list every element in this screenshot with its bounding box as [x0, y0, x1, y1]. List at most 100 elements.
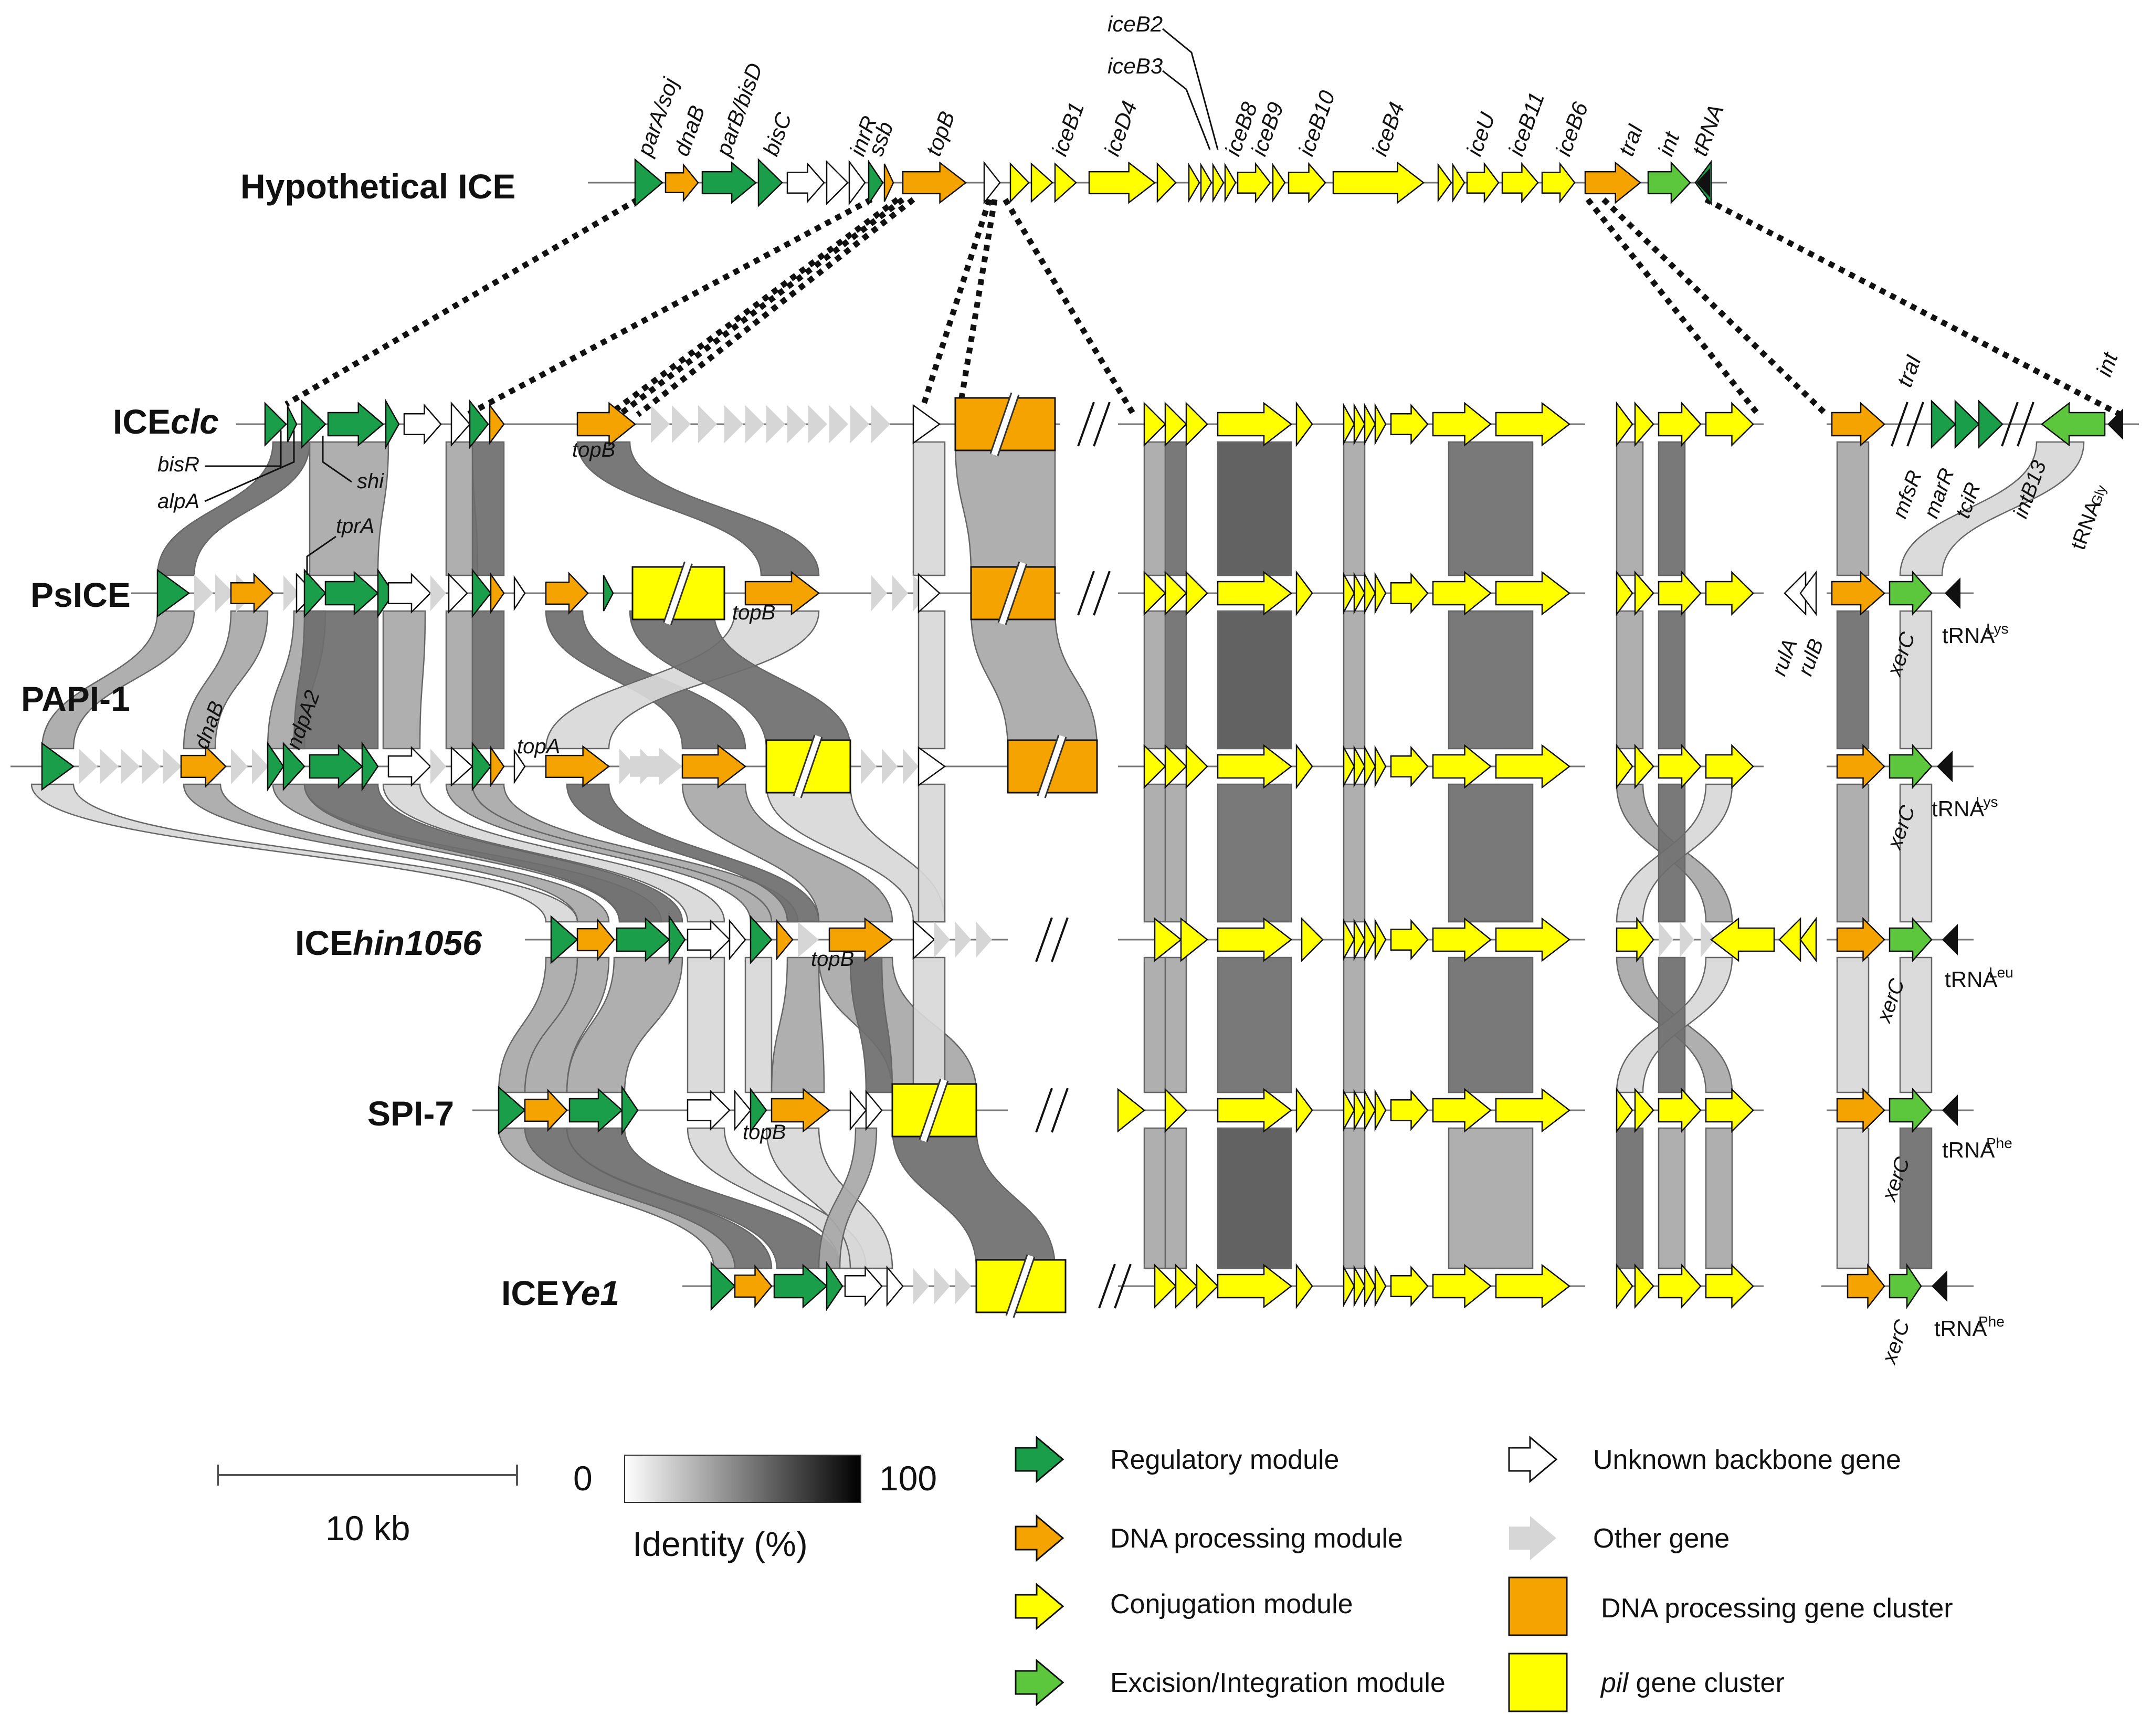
band-papi-hin — [1448, 783, 1534, 923]
gene-arrow — [1295, 1263, 1313, 1309]
trna-superscript: Lys — [1976, 794, 1998, 810]
gene-label: tprA — [336, 514, 374, 538]
band-spi-ye1 — [818, 1127, 878, 1269]
gene-arrow — [1584, 161, 1641, 204]
track-label-psice: PsICE — [30, 575, 131, 614]
trna-superscript: Leu — [1989, 964, 2013, 981]
band-papi-hin — [30, 783, 578, 923]
break-mark — [997, 394, 1020, 456]
identity-min-label: 0 — [573, 1459, 593, 1498]
gene-arrow — [1390, 403, 1429, 445]
gene-arrow — [100, 749, 119, 784]
gene-arrow — [180, 744, 227, 788]
gene-arrow — [1217, 571, 1293, 616]
gene-arrow — [1164, 570, 1187, 616]
gene-arrow — [1432, 571, 1492, 616]
gene-label: iceB4 — [1367, 99, 1409, 159]
gene-arrow — [1836, 917, 1885, 962]
band-ps-papi — [1658, 610, 1686, 750]
gene-arrow — [902, 161, 967, 204]
gene-arrow — [576, 402, 636, 447]
gene-arrow — [430, 575, 446, 611]
gene-arrow — [1390, 1089, 1429, 1131]
gene-arrow — [912, 919, 935, 960]
gene-arrow — [1353, 1089, 1366, 1132]
gene-arrow — [1541, 162, 1576, 204]
gene-arrow — [1495, 1088, 1571, 1133]
band-ps-papi — [1616, 610, 1644, 750]
gene-arrow — [651, 405, 670, 443]
break-mark — [793, 734, 816, 796]
band-papi-hin — [1164, 783, 1187, 923]
gene-arrow — [1634, 743, 1654, 790]
legend-label-unknown: Unknown backbone gene — [1593, 1445, 1901, 1475]
gene-label: topA — [517, 735, 560, 758]
trna-label: tRNA — [1934, 1316, 1987, 1341]
gene-arrow — [568, 1088, 623, 1133]
gene-arrow — [1659, 922, 1673, 958]
gene-arrow — [1634, 1087, 1654, 1133]
band-clc-ps — [1164, 441, 1187, 576]
gene-arrow — [1175, 1263, 1198, 1309]
band-hin-spi — [1836, 956, 1870, 1093]
break-mark — [1044, 737, 1067, 798]
band-papi-hin — [566, 783, 820, 923]
gene-cluster-box — [975, 1259, 1067, 1313]
band-spi-ye1 — [1143, 1127, 1166, 1269]
gene-arrow — [744, 571, 820, 616]
gene-arrow — [327, 402, 384, 447]
band-ps-papi — [970, 610, 1098, 750]
break-mark — [2017, 402, 2034, 447]
gene-arrow — [687, 919, 731, 961]
gene-arrow — [861, 749, 877, 784]
gene-arrow — [1374, 918, 1387, 961]
gene-arrow — [1117, 1088, 1146, 1133]
trna-marker — [1932, 1270, 1947, 1302]
gene-arrow — [1364, 403, 1376, 446]
gene-arrow — [1217, 1264, 1293, 1309]
break-mark — [1006, 1254, 1034, 1318]
band-spi-ye1 — [1616, 1127, 1644, 1269]
gene-arrow — [734, 1089, 752, 1131]
gene-arrow — [934, 1268, 950, 1304]
gene-arrow — [828, 917, 894, 962]
band-clc-ps — [1899, 441, 2085, 576]
band-spi-ye1 — [524, 1127, 773, 1269]
band-spi-ye1 — [1448, 1127, 1534, 1269]
gene-arrow — [1374, 403, 1387, 446]
gene-arrow — [1374, 1265, 1387, 1308]
gene-label: int — [1653, 128, 1684, 159]
gene-arrow — [230, 572, 274, 614]
zoom-link-line — [1585, 197, 1761, 417]
gene-label: iceB3 — [1108, 54, 1163, 78]
gene-arrow — [489, 403, 505, 445]
gene-label: iceU — [1461, 109, 1500, 159]
gene-arrow — [1295, 401, 1313, 447]
gene-arrow — [1364, 1089, 1376, 1132]
gene-label: topB — [921, 108, 959, 159]
gene-arrow — [215, 574, 234, 612]
gene-arrow — [1658, 570, 1702, 616]
gene-arrow — [252, 749, 269, 784]
gene-arrow — [2040, 402, 2106, 447]
gene-label: iceB1 — [1047, 99, 1089, 159]
gene-arrow — [773, 1264, 828, 1309]
band-hin-spi — [1343, 956, 1366, 1093]
band-ps-papi — [1448, 610, 1534, 750]
band-ps-papi — [293, 610, 379, 750]
legend-swatch — [1015, 1514, 1064, 1562]
trna-marker — [1942, 924, 1958, 955]
gene-arrow — [1343, 745, 1355, 788]
gene-arrow — [734, 1264, 773, 1308]
zoom-link-line — [1003, 198, 1136, 416]
gene-arrow — [681, 744, 747, 789]
gene-arrow — [844, 1265, 883, 1307]
track-label-papi-1: PAPI-1 — [21, 679, 130, 718]
band-hin-spi — [1658, 956, 1686, 1093]
gene-arrow — [1616, 401, 1633, 447]
gene-arrow — [687, 1089, 731, 1131]
track-label-icehin1056: ICEhin1056 — [295, 923, 482, 962]
gene-arrow — [1364, 918, 1376, 961]
gene-arrow — [1390, 572, 1429, 614]
gene-arrow — [490, 572, 505, 614]
